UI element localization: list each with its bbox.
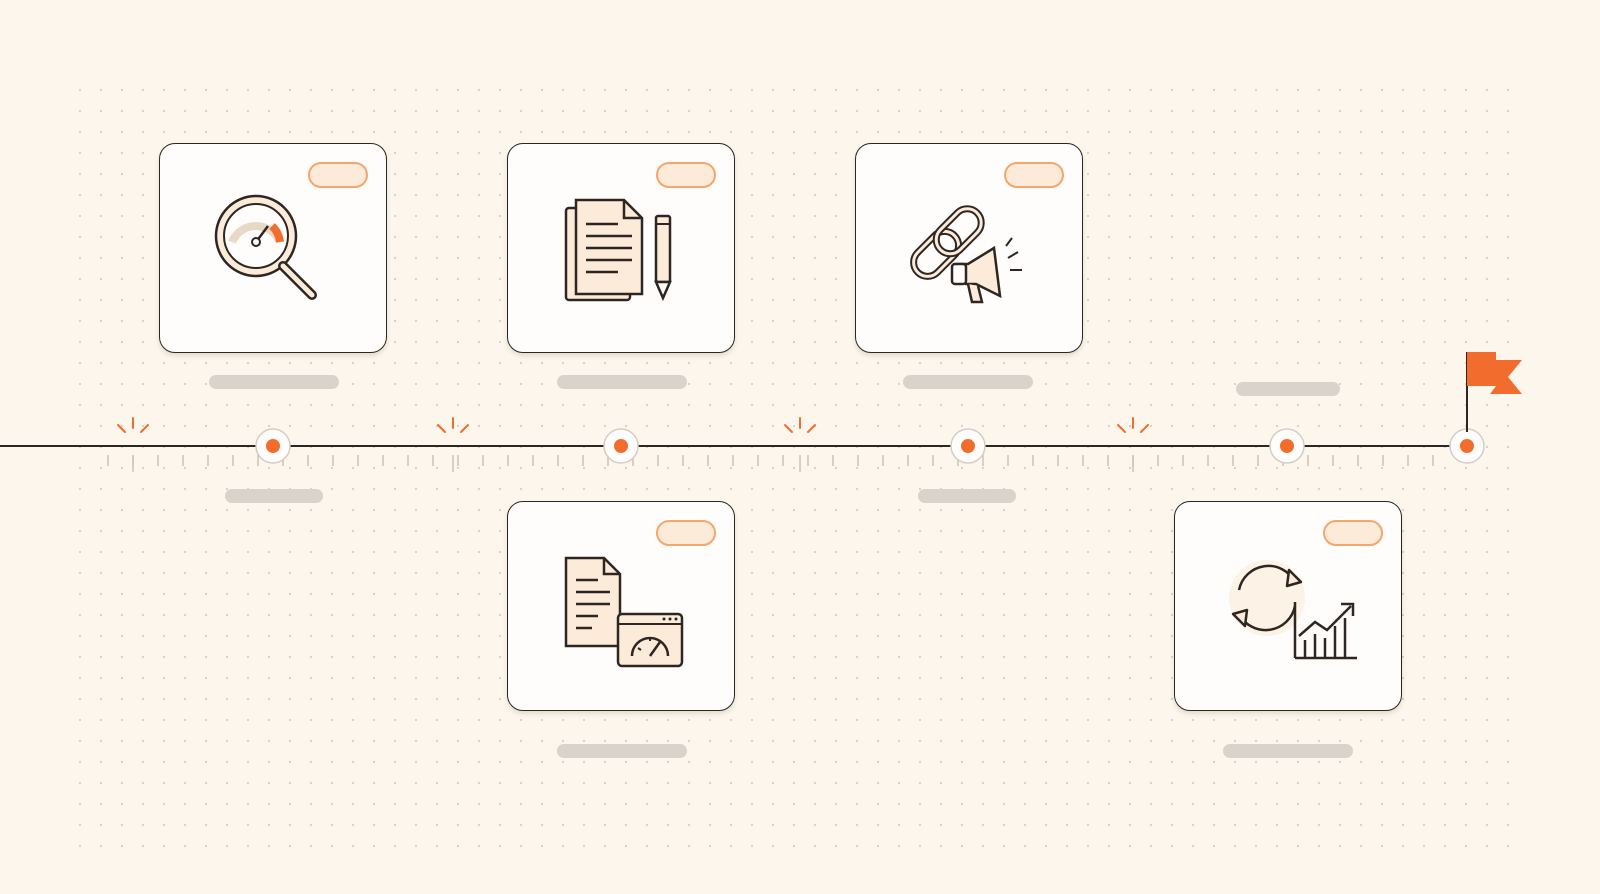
spark-mark [784,417,816,472]
timeline-node-2[interactable] [603,428,639,464]
finish-flag-icon [1466,352,1522,432]
card-caption-placeholder [903,375,1033,389]
timeline-node-5[interactable] [1449,428,1485,464]
timeline-node-3[interactable] [950,428,986,464]
node-label-placeholder [225,489,323,503]
spark-mark [1117,417,1149,472]
timeline-node-1[interactable] [255,428,291,464]
spark-marks [117,417,1149,472]
timeline-nodes [255,428,1485,464]
documents-pencil-icon [564,198,672,302]
chain-link-megaphone-icon [910,205,1022,304]
card-caption-placeholder [557,375,687,389]
milestone-card-5[interactable] [1174,501,1402,711]
milestone-card-2[interactable] [507,143,735,353]
card-tag-pill [656,520,716,546]
card-tag-pill [1004,162,1064,188]
card-tag-pill [656,162,716,188]
spark-mark [437,417,469,472]
timeline-ticks [107,455,1434,466]
node-label-placeholder [918,489,1016,503]
card-tag-pill [308,162,368,188]
card-tag-pill [1323,520,1383,546]
milestone-card-3[interactable] [855,143,1083,353]
card-caption-placeholder [557,744,687,758]
spark-mark [117,417,149,472]
card-caption-placeholder [209,375,339,389]
document-speed-gauge-icon [564,556,684,668]
milestone-card-4[interactable] [507,501,735,711]
card-caption-placeholder [1223,744,1353,758]
timeline-node-4[interactable] [1269,428,1305,464]
magnifier-gauge-icon [214,194,317,300]
refresh-growth-chart-icon [1229,560,1357,660]
milestone-card-1[interactable] [159,143,387,353]
node-label-placeholder [1236,382,1340,396]
